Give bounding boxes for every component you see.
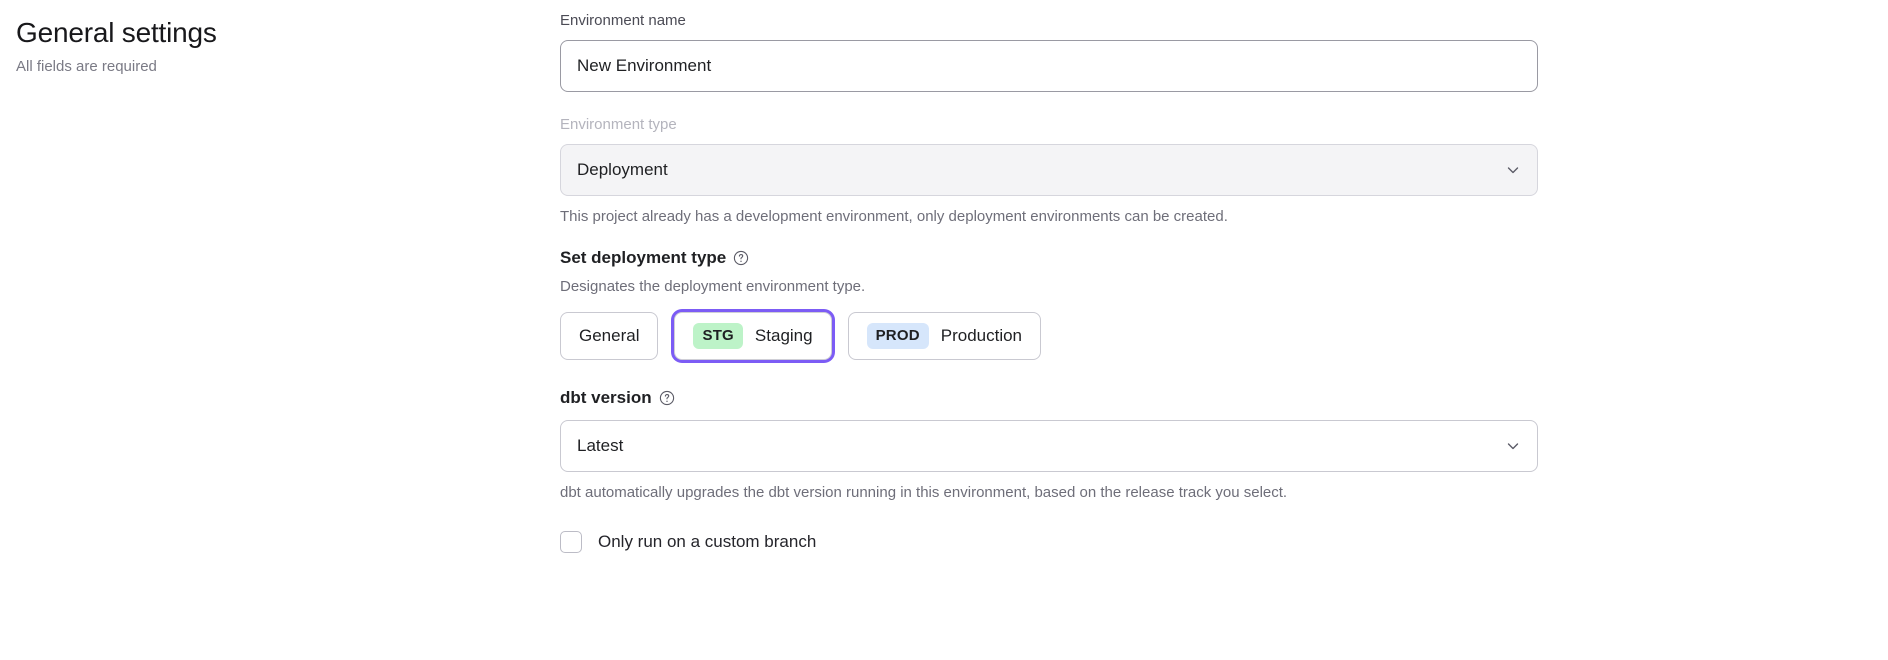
- dbt-version-select[interactable]: Latest: [560, 420, 1538, 472]
- dbt-version-heading: dbt version: [560, 386, 1538, 410]
- environment-type-select[interactable]: Deployment: [560, 144, 1538, 196]
- environment-name-input[interactable]: [560, 40, 1538, 92]
- custom-branch-checkbox[interactable]: [560, 531, 582, 553]
- dbt-version-select-wrap: Latest: [560, 420, 1538, 472]
- page-subtitle: All fields are required: [16, 58, 157, 75]
- staging-badge: STG: [693, 323, 743, 349]
- deployment-type-option-general-label: General: [579, 326, 640, 345]
- prod-badge: PROD: [866, 323, 929, 349]
- help-circle-icon[interactable]: [733, 250, 749, 266]
- deployment-type-field-group: Set deployment type Designates the deplo…: [560, 246, 1538, 360]
- help-circle-icon[interactable]: [659, 390, 675, 406]
- deployment-type-option-general[interactable]: General: [560, 312, 659, 360]
- environment-type-help-text: This project already has a development e…: [560, 208, 1228, 225]
- custom-branch-row[interactable]: Only run on a custom branch: [560, 530, 1538, 554]
- deployment-type-option-staging[interactable]: STG Staging: [674, 312, 832, 360]
- dbt-version-value: Latest: [577, 436, 624, 455]
- page-title: General settings: [16, 17, 217, 48]
- custom-branch-label: Only run on a custom branch: [598, 532, 817, 551]
- deployment-type-description: Designates the deployment environment ty…: [560, 278, 866, 295]
- deployment-type-option-production-label: Production: [940, 326, 1023, 345]
- settings-header: General settings All fields are required: [16, 14, 516, 78]
- environment-type-select-wrap: Deployment: [560, 144, 1538, 196]
- environment-type-field-group: Environment type Deployment This project…: [560, 114, 1538, 228]
- deployment-type-options: General STG Staging PROD Production: [560, 312, 1538, 360]
- settings-form: Environment name Environment type Deploy…: [560, 10, 1538, 554]
- dbt-version-label: dbt version: [560, 388, 652, 407]
- deployment-type-label: Set deployment type: [560, 248, 727, 267]
- environment-type-label: Environment type: [560, 116, 677, 133]
- deployment-type-option-production[interactable]: PROD Production: [847, 312, 1042, 360]
- environment-name-field-group: Environment name: [560, 10, 1538, 92]
- environment-name-label: Environment name: [560, 12, 686, 29]
- environment-type-value: Deployment: [577, 160, 668, 179]
- deployment-type-heading: Set deployment type: [560, 246, 1538, 270]
- dbt-version-help-text: dbt automatically upgrades the dbt versi…: [560, 484, 1288, 501]
- dbt-version-field-group: dbt version Latest: [560, 386, 1538, 504]
- deployment-type-option-staging-label: Staging: [754, 326, 813, 345]
